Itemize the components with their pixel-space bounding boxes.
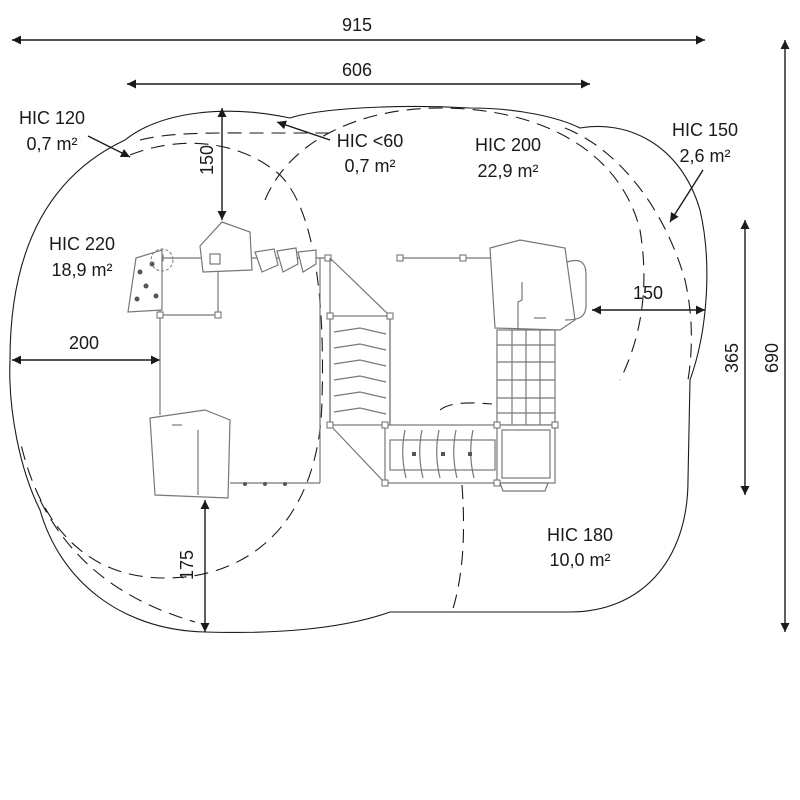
zone-bottom-left-boundary	[39, 499, 196, 623]
post-cap	[459, 254, 467, 262]
ladder-rung	[333, 359, 387, 367]
zone-hic120-boundary	[139, 132, 332, 141]
post-cap	[381, 421, 389, 429]
zone-hic200-area: 22,9 m²	[477, 161, 538, 181]
ladder-bottom-diagonal	[329, 424, 386, 484]
bridge-marker	[441, 452, 445, 456]
stepping-pod	[276, 247, 299, 273]
post-cap	[214, 311, 222, 319]
climbing-hold	[137, 269, 143, 275]
equipment-right-tower	[396, 239, 587, 492]
zone-hic-lt60-area: 0,7 m²	[344, 156, 395, 176]
zone-hic200-label: HIC 200	[475, 135, 541, 155]
bridge-plank	[436, 429, 441, 479]
right-platform-inner	[501, 429, 551, 479]
post-cap	[326, 312, 334, 320]
bridge-marker	[468, 452, 472, 456]
equipment-left-tower	[127, 221, 332, 499]
bar-bolt	[283, 482, 287, 486]
zone-hic120-area: 0,7 m²	[26, 134, 77, 154]
ladder-rung	[333, 327, 387, 335]
bar-bolt	[263, 482, 267, 486]
post-cap	[386, 312, 394, 320]
bridge-marker	[412, 452, 416, 456]
dim-structure-depth-label: 365	[722, 343, 742, 373]
zone-hic-lt60-pointer	[276, 120, 331, 141]
zone-hic200-boundary	[264, 107, 645, 381]
ladder-top-diagonal	[329, 257, 391, 317]
zone-hic150-boundary	[564, 127, 692, 381]
ladder-rung	[333, 343, 387, 351]
left-roof-hatch	[209, 253, 221, 265]
bridge-plank	[402, 429, 407, 479]
zone-hic-lt60-label: HIC <60	[337, 131, 404, 151]
bridge-plank	[419, 429, 424, 479]
dim-total-width-label: 915	[342, 15, 372, 35]
climbing-wall-panel	[127, 249, 163, 313]
stepping-pod	[254, 248, 279, 273]
zone-hic150-label: HIC 150	[672, 120, 738, 140]
bridge-plank	[453, 429, 458, 479]
post-cap	[493, 479, 501, 487]
dim-structure-width-label: 606	[342, 60, 372, 80]
ladder-rung	[333, 375, 387, 383]
swing-seat	[499, 482, 549, 492]
left-roof	[199, 221, 253, 273]
post-cap	[324, 254, 332, 262]
rotation-symbol	[150, 248, 174, 272]
zone-hic150-pointer	[669, 169, 704, 223]
climbing-hold	[153, 293, 159, 299]
right-handle-rail	[564, 259, 587, 321]
zone-hic150-area: 2,6 m²	[679, 146, 730, 166]
equipment-bridge	[381, 421, 501, 487]
zone-hic180-boundary	[451, 484, 465, 613]
equipment-inclined-ladder	[326, 257, 394, 484]
post-cap	[156, 311, 164, 319]
zone-hic120-pointer	[87, 135, 131, 158]
dim-total-depth-label: 690	[762, 343, 782, 373]
post-cap	[381, 479, 389, 487]
post-cap	[493, 421, 501, 429]
ladder-frame	[329, 315, 391, 426]
bridge-deck	[389, 439, 496, 471]
post-cap	[551, 421, 559, 429]
zone-net-boundary	[439, 402, 493, 411]
climbing-hold	[134, 296, 140, 302]
zone-hic220-label: HIC 220	[49, 234, 115, 254]
zone-hic180-area: 10,0 m²	[549, 550, 610, 570]
dim-right-clearance-label: 150	[633, 283, 663, 303]
post-cap	[326, 421, 334, 429]
zone-hic120-label: HIC 120	[19, 108, 85, 128]
dim-bottom-clearance-label: 175	[177, 550, 197, 580]
dim-top-clearance-label: 150	[197, 145, 217, 175]
dim-left-clearance-label: 200	[69, 333, 99, 353]
post-cap	[396, 254, 404, 262]
ladder-rung	[333, 407, 387, 415]
zone-hic220-area: 18,9 m²	[51, 260, 112, 280]
left-lower-panel	[149, 409, 231, 499]
climbing-hold	[143, 283, 149, 289]
right-roof-ridge	[517, 282, 523, 330]
stepping-pod	[297, 249, 317, 273]
bar-bolt	[243, 482, 247, 486]
right-lower-platform	[496, 424, 556, 484]
ladder-rung	[333, 391, 387, 399]
right-roof	[489, 239, 576, 331]
zone-hic180-label: HIC 180	[547, 525, 613, 545]
safety-zone-outer-outline	[9, 105, 708, 634]
